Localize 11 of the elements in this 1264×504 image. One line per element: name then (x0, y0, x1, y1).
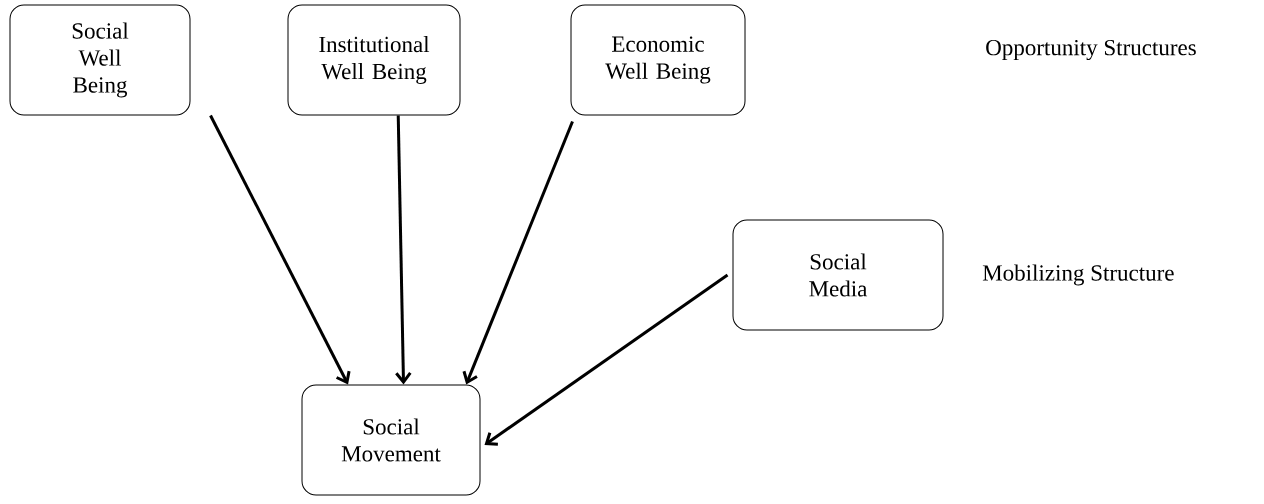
group-label: Mobilizing Structure (982, 264, 1174, 286)
process-box: Social Well Being (9, 4, 191, 116)
arrow (484, 273, 729, 446)
process-box: Social Media (732, 219, 944, 331)
arrow (209, 114, 351, 385)
group-label: Opportunity Structures (986, 39, 1196, 61)
process-box: Economic Well Being (570, 4, 746, 116)
arrow (395, 115, 412, 385)
process-box: Social Movement (301, 384, 481, 496)
process-box: Institutional Well Being (287, 4, 461, 116)
arrow (462, 120, 574, 385)
